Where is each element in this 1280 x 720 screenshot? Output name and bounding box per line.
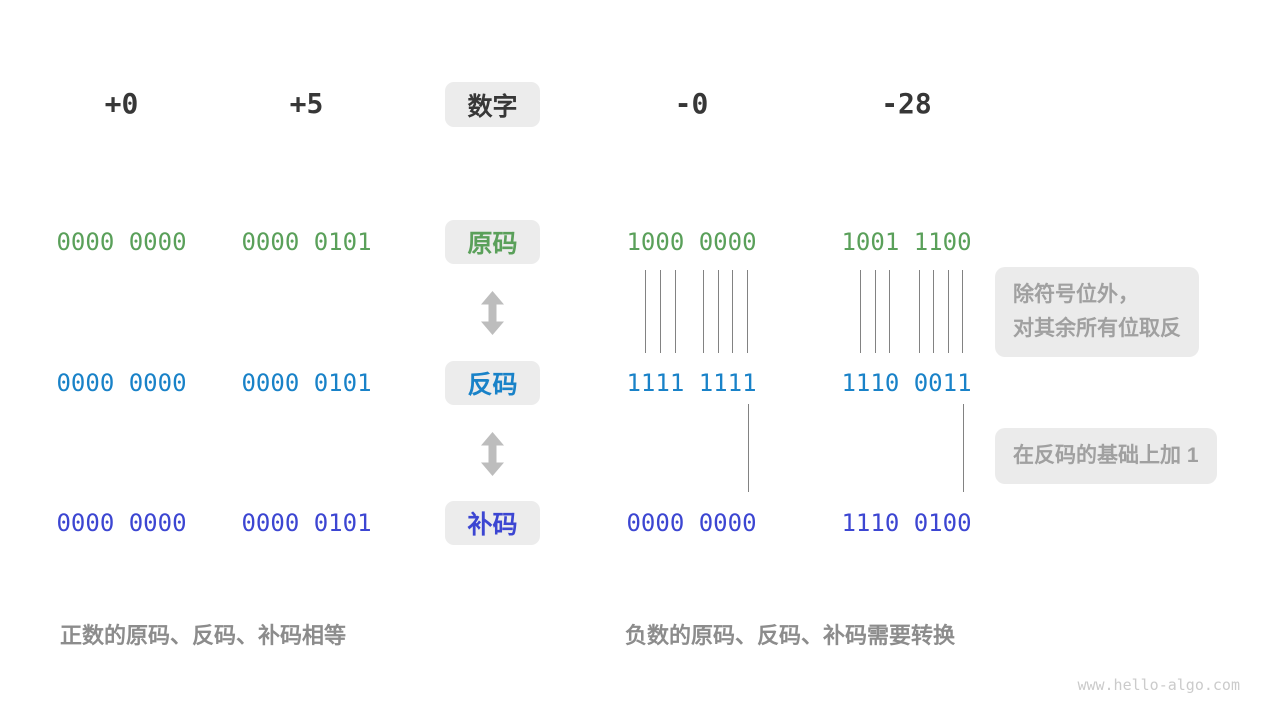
up-down-arrow-icon bbox=[481, 291, 504, 335]
bit-flip-line bbox=[703, 270, 704, 353]
add-one-line bbox=[748, 404, 749, 492]
twos-complement-plus5: 0000 0101 bbox=[241, 509, 372, 537]
sign-magnitude-plus0: 0000 0000 bbox=[56, 228, 187, 256]
ones-complement-label-box: 反码 bbox=[445, 361, 540, 405]
bit-flip-line bbox=[718, 270, 719, 353]
sign-magnitude-minus0: 1000 0000 bbox=[626, 228, 757, 256]
bit-flip-line bbox=[889, 270, 890, 353]
number-plus-5: +5 bbox=[289, 87, 324, 120]
ones-complement-minus0: 1111 1111 bbox=[626, 369, 757, 397]
add-one-note: 在反码的基础上加 1 bbox=[995, 428, 1217, 484]
bit-flip-line bbox=[962, 270, 963, 353]
ones-complement-minus28: 1110 0011 bbox=[841, 369, 972, 397]
bit-flip-line bbox=[660, 270, 661, 353]
number-minus-28: -28 bbox=[881, 87, 932, 120]
ones-complement-plus5: 0000 0101 bbox=[241, 369, 372, 397]
watermark: www.hello-algo.com bbox=[1077, 676, 1240, 694]
flip-note-line2: 对其余所有位取反 bbox=[1013, 317, 1181, 340]
twos-complement-minus0: 0000 0000 bbox=[626, 509, 757, 537]
twos-complement-label-box: 补码 bbox=[445, 501, 540, 545]
negative-numbers-caption: 负数的原码、反码、补码需要转换 bbox=[625, 623, 956, 648]
positive-numbers-caption: 正数的原码、反码、补码相等 bbox=[60, 623, 347, 648]
twos-complement-minus28: 1110 0100 bbox=[841, 509, 972, 537]
add-one-line bbox=[963, 404, 964, 492]
bit-flip-line bbox=[933, 270, 934, 353]
sign-magnitude-label-box: 原码 bbox=[445, 220, 540, 264]
number-label-box: 数字 bbox=[445, 82, 540, 127]
number-plus-0: +0 bbox=[104, 87, 139, 120]
bit-flip-line bbox=[732, 270, 733, 353]
bit-flip-line bbox=[860, 270, 861, 353]
sign-magnitude-minus28: 1001 1100 bbox=[841, 228, 972, 256]
ones-complement-plus0: 0000 0000 bbox=[56, 369, 187, 397]
bit-flip-line bbox=[919, 270, 920, 353]
number-minus-0: -0 bbox=[674, 87, 709, 120]
bit-flip-line bbox=[948, 270, 949, 353]
up-down-arrow-icon bbox=[481, 432, 504, 476]
twos-complement-plus0: 0000 0000 bbox=[56, 509, 187, 537]
bit-flip-line bbox=[747, 270, 748, 353]
sign-magnitude-plus5: 0000 0101 bbox=[241, 228, 372, 256]
flip-note-line1: 除符号位外， bbox=[1013, 283, 1139, 306]
flip-note: 除符号位外， 对其余所有位取反 bbox=[995, 267, 1199, 357]
bit-flip-line bbox=[875, 270, 876, 353]
bit-flip-line bbox=[645, 270, 646, 353]
bit-flip-line bbox=[675, 270, 676, 353]
